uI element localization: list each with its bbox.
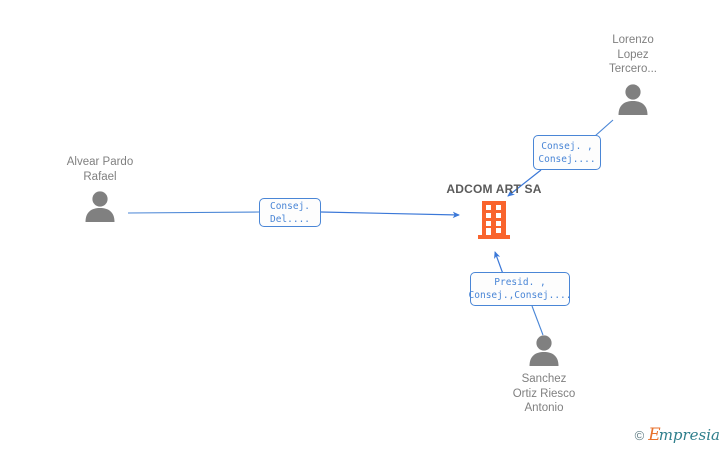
person-node-alvear-pardo-rafael[interactable]: Alvear Pardo Rafael: [25, 155, 175, 222]
brand-initial: E: [648, 425, 661, 445]
copyright-icon: ©: [634, 428, 645, 443]
role-label-line1: Consej. ,: [541, 140, 593, 152]
role-label-line2: Del....: [269, 213, 311, 225]
company-name: ADCOM ART SA: [446, 182, 542, 196]
person-name: Sanchez Ortiz Riesco Antonio: [512, 373, 576, 414]
company-node[interactable]: ADCOM ART SA: [394, 182, 594, 240]
role-label-line1: Presid. ,: [494, 277, 546, 288]
person-name: Alvear Pardo Rafael: [66, 156, 134, 183]
edge-label-to-company-bottom: [494, 251, 504, 275]
person-icon: [85, 191, 115, 222]
person-icon: [618, 83, 648, 115]
role-label-alvear[interactable]: Consej. Del....: [259, 198, 321, 227]
person-icon: [529, 335, 559, 366]
role-label-sanchez[interactable]: Presid. , Consej.,Consej....: [468, 272, 572, 306]
watermark-empresia: © Empresia: [635, 427, 720, 444]
person-name: Lorenzo Lopez Tercero...: [609, 34, 657, 75]
person-node-sanchez-ortiz-riesco-antonio[interactable]: Sanchez Ortiz Riesco Antonio: [469, 334, 619, 416]
person-node-lorenzo-lopez-tercero[interactable]: Lorenzo Lopez Tercero...: [558, 33, 708, 115]
building-icon: [478, 201, 510, 239]
role-label-line2: Consej....: [538, 153, 596, 165]
brand-rest: mpresia: [658, 426, 720, 444]
edge-lorenzo-to-label: [594, 119, 614, 137]
role-label-lorenzo[interactable]: Consej. , Consej....: [533, 135, 601, 170]
role-label-line1: Consej.: [269, 200, 311, 212]
edge-sanchez-to-label: [531, 305, 544, 336]
role-label-line2: Consej.,Consej....: [468, 290, 572, 301]
brand-name: Empresia: [648, 427, 720, 444]
